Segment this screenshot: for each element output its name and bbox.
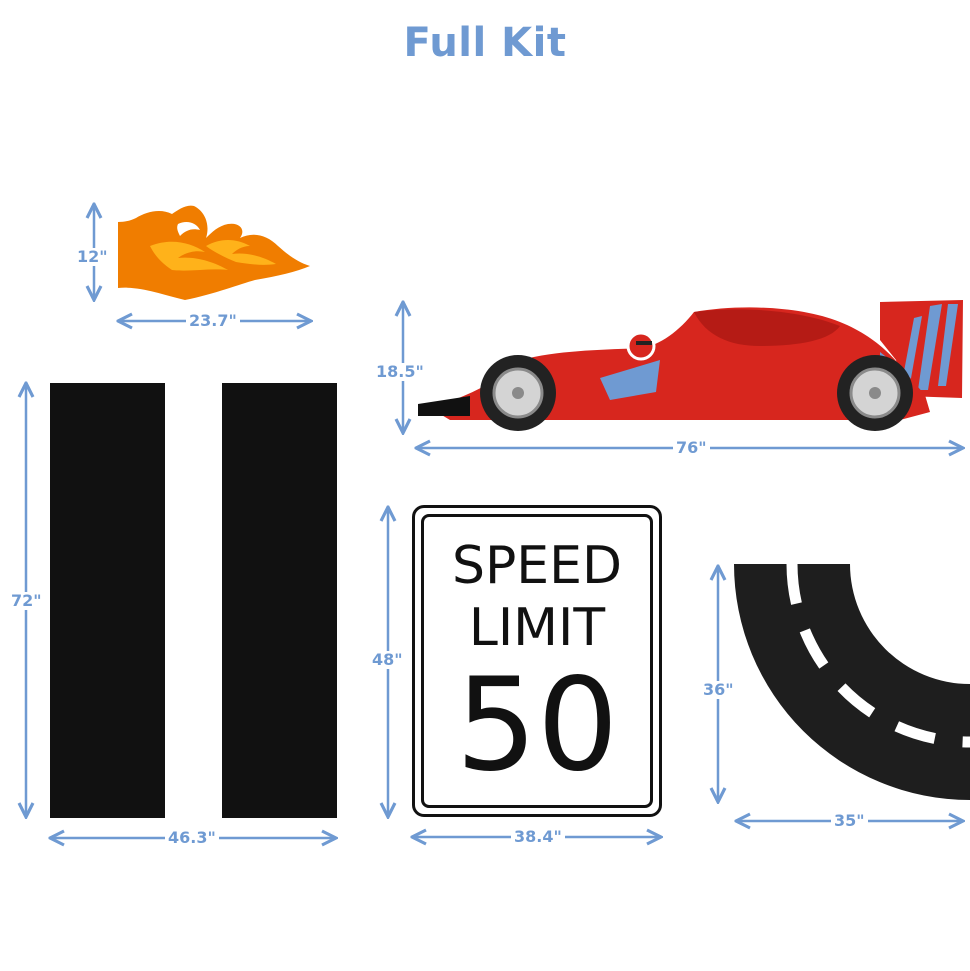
sign-number: 50 [455,651,619,800]
car-width-label: 76" [673,439,710,457]
sign-line-limit: LIMIT [468,598,606,658]
car-height-label: 18.5" [376,362,424,381]
track-height-label: 36" [703,680,734,699]
sign-width-label: 38.4" [511,828,565,846]
track-width-label: 35" [831,812,868,830]
page-title: Full Kit [403,20,567,66]
stripes-height-label: 72" [11,591,42,610]
racing-stripe-left [50,383,165,818]
car-front-wheel [480,355,556,431]
flame-height-label: 12" [77,247,108,266]
sign-height-label: 48" [372,650,403,669]
car-rear-wheel [837,355,913,431]
speed-limit-sign: SPEED LIMIT 50 [412,505,662,817]
stripes-width-label: 46.3" [165,829,219,847]
flame-width-label: 23.7" [186,312,240,330]
sign-line-speed: SPEED [451,536,623,596]
racing-stripe-right [222,383,337,818]
